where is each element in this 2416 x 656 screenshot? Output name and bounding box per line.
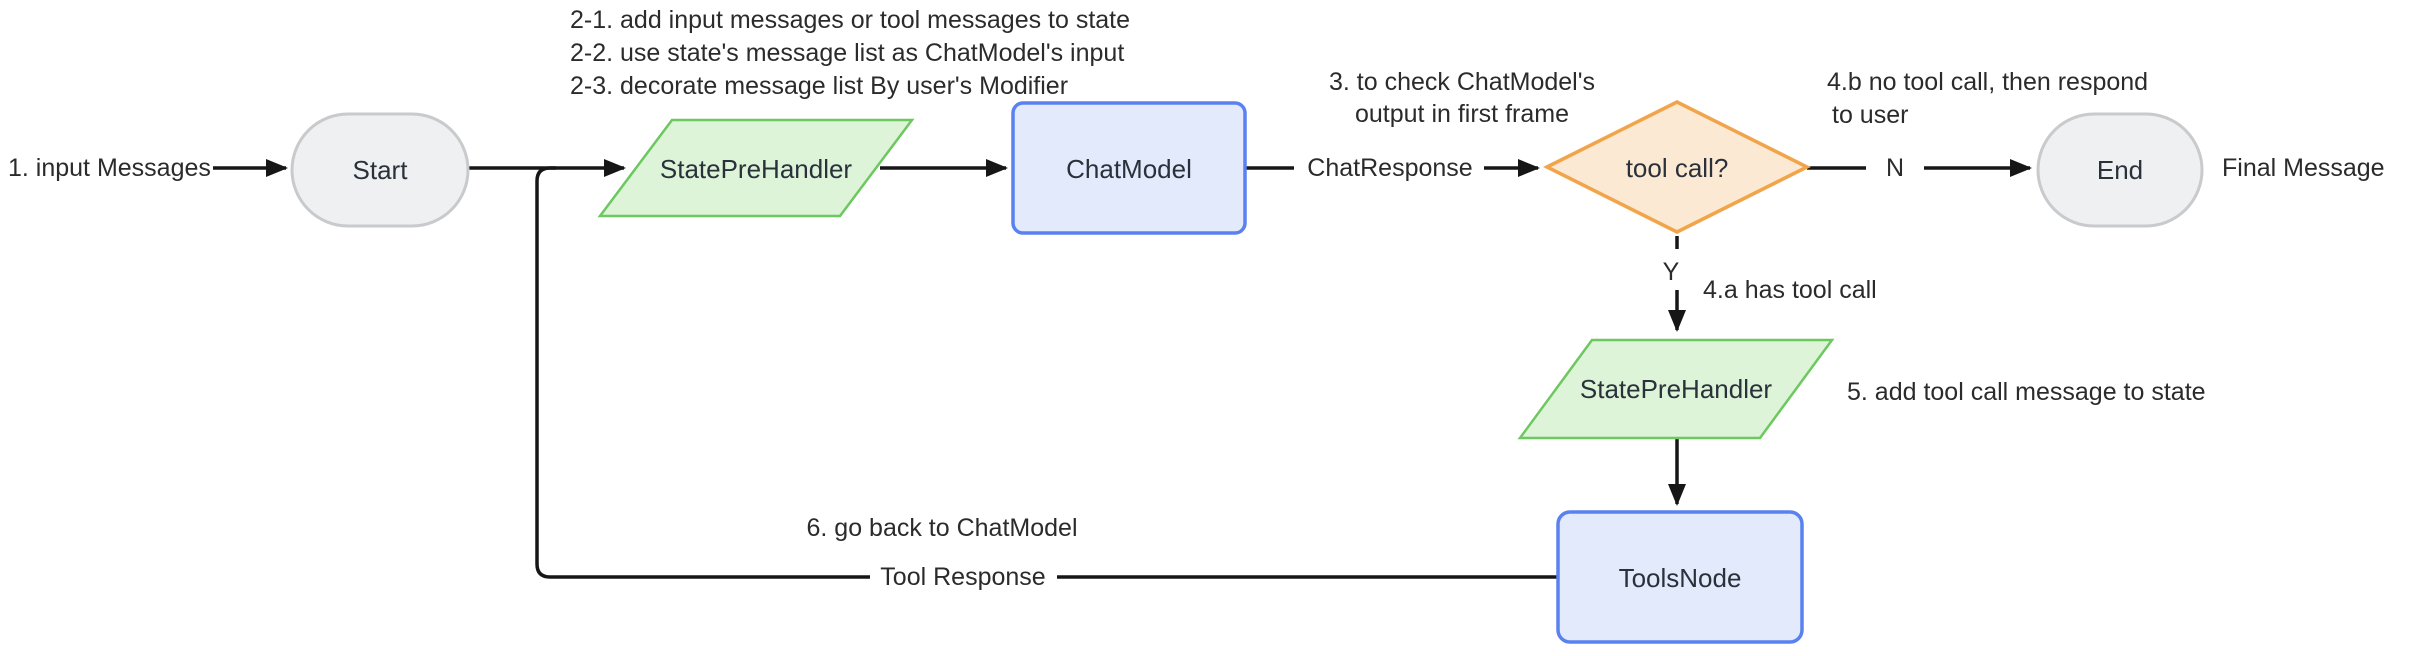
state-pre-handler-2-shape bbox=[1517, 338, 1835, 440]
annotation-step-4b-line-2: to user bbox=[1832, 101, 1908, 129]
annotation-step-3-line-2: output in first frame bbox=[1355, 100, 1569, 128]
annotation-step-4b-line-1: 4.b no tool call, then respond bbox=[1827, 68, 2148, 96]
tools-node-shape bbox=[1556, 510, 1804, 644]
node-tools-node: ToolsNode bbox=[1556, 510, 1804, 644]
edge-toolresponse-loopback bbox=[535, 166, 870, 579]
node-chat-model: ChatModel bbox=[1011, 101, 1247, 235]
state-pre-handler-1-label: StatePreHandler bbox=[660, 154, 853, 184]
state-pre-handler-1-shape bbox=[597, 118, 915, 218]
chat-model-shape bbox=[1011, 101, 1247, 235]
annotation-step-4a: 4.a has tool call bbox=[1703, 276, 1877, 304]
node-tool-call-decision: tool call? bbox=[1543, 100, 1811, 234]
annotation-step-2-line-2: 2-2. use state's message list as ChatMod… bbox=[570, 39, 1124, 67]
node-state-pre-handler-2: StatePreHandler bbox=[1517, 338, 1835, 440]
node-start: Start bbox=[290, 112, 470, 228]
start-shape bbox=[290, 112, 470, 228]
annotation-step-2-line-1: 2-1. add input messages or tool messages… bbox=[570, 6, 1130, 34]
tool-call-decision-shape bbox=[1543, 100, 1811, 234]
annotation-step-2-line-3: 2-3. decorate message list By user's Mod… bbox=[570, 72, 1068, 100]
node-end: End bbox=[2036, 112, 2204, 228]
node-state-pre-handler-1: StatePreHandler bbox=[597, 118, 915, 218]
chat-model-label: ChatModel bbox=[1066, 154, 1192, 184]
annotation-step-3-line-1: 3. to check ChatModel's bbox=[1329, 68, 1595, 96]
edge-label-chat-response: ChatResponse bbox=[1307, 154, 1472, 182]
edge-label-tool-response: Tool Response bbox=[880, 563, 1045, 591]
annotation-step-5: 5. add tool call message to state bbox=[1847, 378, 2206, 406]
tools-node-label: ToolsNode bbox=[1619, 563, 1742, 593]
state-pre-handler-2-label: StatePreHandler bbox=[1580, 374, 1773, 404]
end-shape bbox=[2036, 112, 2204, 228]
annotation-step-1: 1. input Messages bbox=[8, 154, 211, 182]
annotation-step-6: 6. go back to ChatModel bbox=[807, 514, 1078, 542]
edge-label-yes: Y bbox=[1663, 258, 1680, 286]
start-label: Start bbox=[353, 155, 409, 185]
end-label: End bbox=[2097, 155, 2143, 185]
edge-label-no: N bbox=[1886, 154, 1904, 182]
annotation-final-message: Final Message bbox=[2222, 154, 2385, 182]
tool-call-decision-label: tool call? bbox=[1626, 153, 1729, 183]
